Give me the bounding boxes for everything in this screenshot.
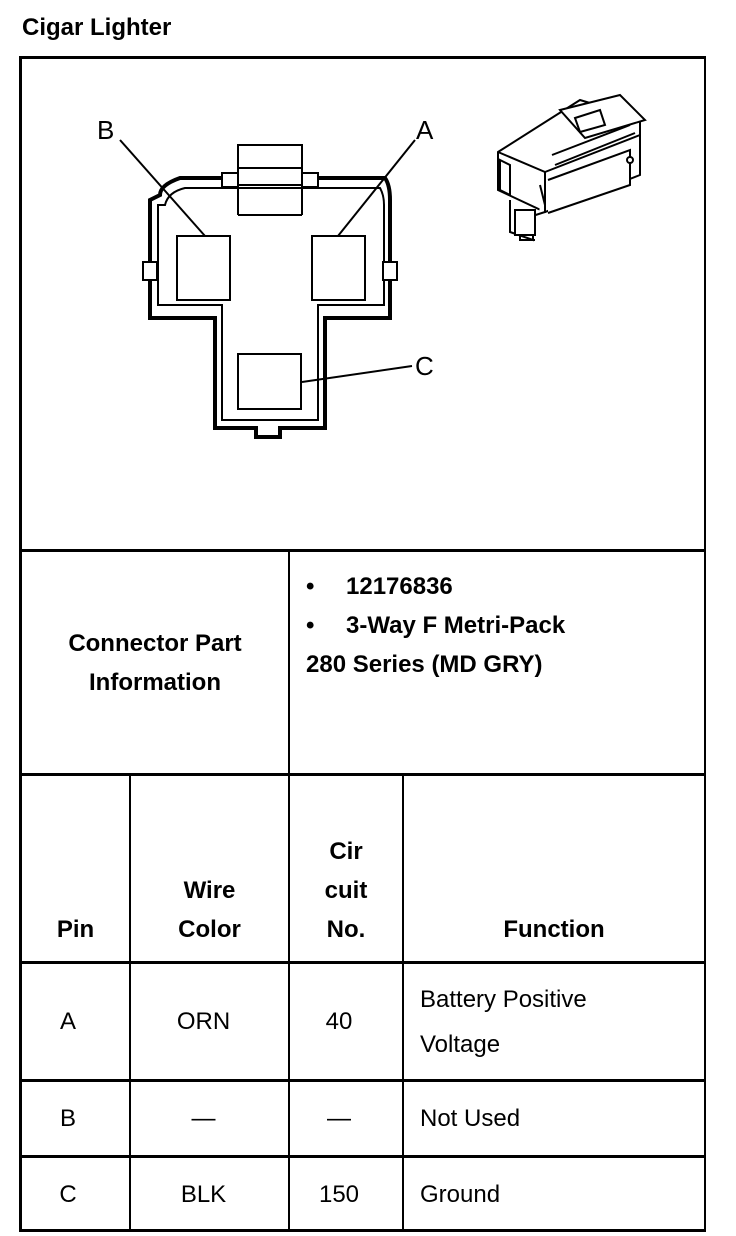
divider-col-1 (129, 775, 131, 1229)
divider-col-2 (288, 775, 290, 1229)
connector-face-outline (148, 176, 392, 439)
table-row-function: Not Used (420, 1104, 521, 1132)
table-row-pin: C (59, 1180, 77, 1208)
divider-col-3 (402, 775, 404, 1229)
table-row-function: Battery Positive Voltage (420, 985, 587, 1058)
connector-diagram: B A C (97, 93, 647, 439)
divider-diagram-info (22, 549, 706, 552)
table-row-circuit: 150 (318, 1180, 360, 1208)
part-number: 12176836 (346, 573, 453, 600)
part-info-values: • 12176836 • 3-Way F Metri-Pack 280 Series… (306, 567, 696, 684)
divider-row-a (22, 1079, 706, 1082)
pin-label-a: A (416, 115, 434, 145)
table-row-circuit: — (327, 1104, 351, 1132)
frame-right-border (704, 56, 706, 1232)
table-row-pin: A (59, 1007, 76, 1035)
cavity-b (176, 235, 231, 301)
pin-label-b: B (97, 115, 114, 145)
cavity-c (237, 353, 302, 410)
header-wire-color: Wire Color (178, 877, 241, 943)
bullet: • (306, 573, 315, 600)
connector-type: 3-Way F Metri-Pack (346, 612, 566, 639)
divider-row-b (22, 1155, 706, 1158)
part-info-item: • 3-Way F Metri-Pack (306, 606, 696, 645)
connector-series: 280 Series (MD GRY) (306, 651, 543, 678)
table-row-wire: BLK (180, 1180, 227, 1208)
cavity-a (311, 235, 366, 301)
divider-info-header (22, 773, 706, 776)
header-pin: Pin (56, 916, 95, 943)
part-info-item: • 12176836 (306, 567, 696, 606)
page-title: Cigar Lighter (22, 14, 172, 41)
table-row-circuit: 40 (325, 1007, 353, 1035)
header-function: Function (503, 916, 605, 943)
table-row-wire: ORN (176, 1007, 231, 1035)
table-row-wire: — (191, 1104, 216, 1132)
divider-header-rows (22, 961, 706, 964)
pin-label-c: C (415, 351, 434, 381)
part-info-label-line1: Connector Part (68, 629, 242, 657)
divider-col-info (288, 551, 290, 776)
part-info-label: Connector Part Information (22, 552, 288, 773)
connector-table-frame (19, 56, 706, 1232)
table-row-function: Ground (420, 1180, 501, 1208)
table-row-pin: B (59, 1104, 76, 1132)
part-info-label-line2: Information (89, 668, 221, 696)
bullet: • (306, 612, 315, 639)
header-circuit-no: Cir cuit No. (324, 838, 368, 943)
connector-3d-view (497, 93, 647, 242)
